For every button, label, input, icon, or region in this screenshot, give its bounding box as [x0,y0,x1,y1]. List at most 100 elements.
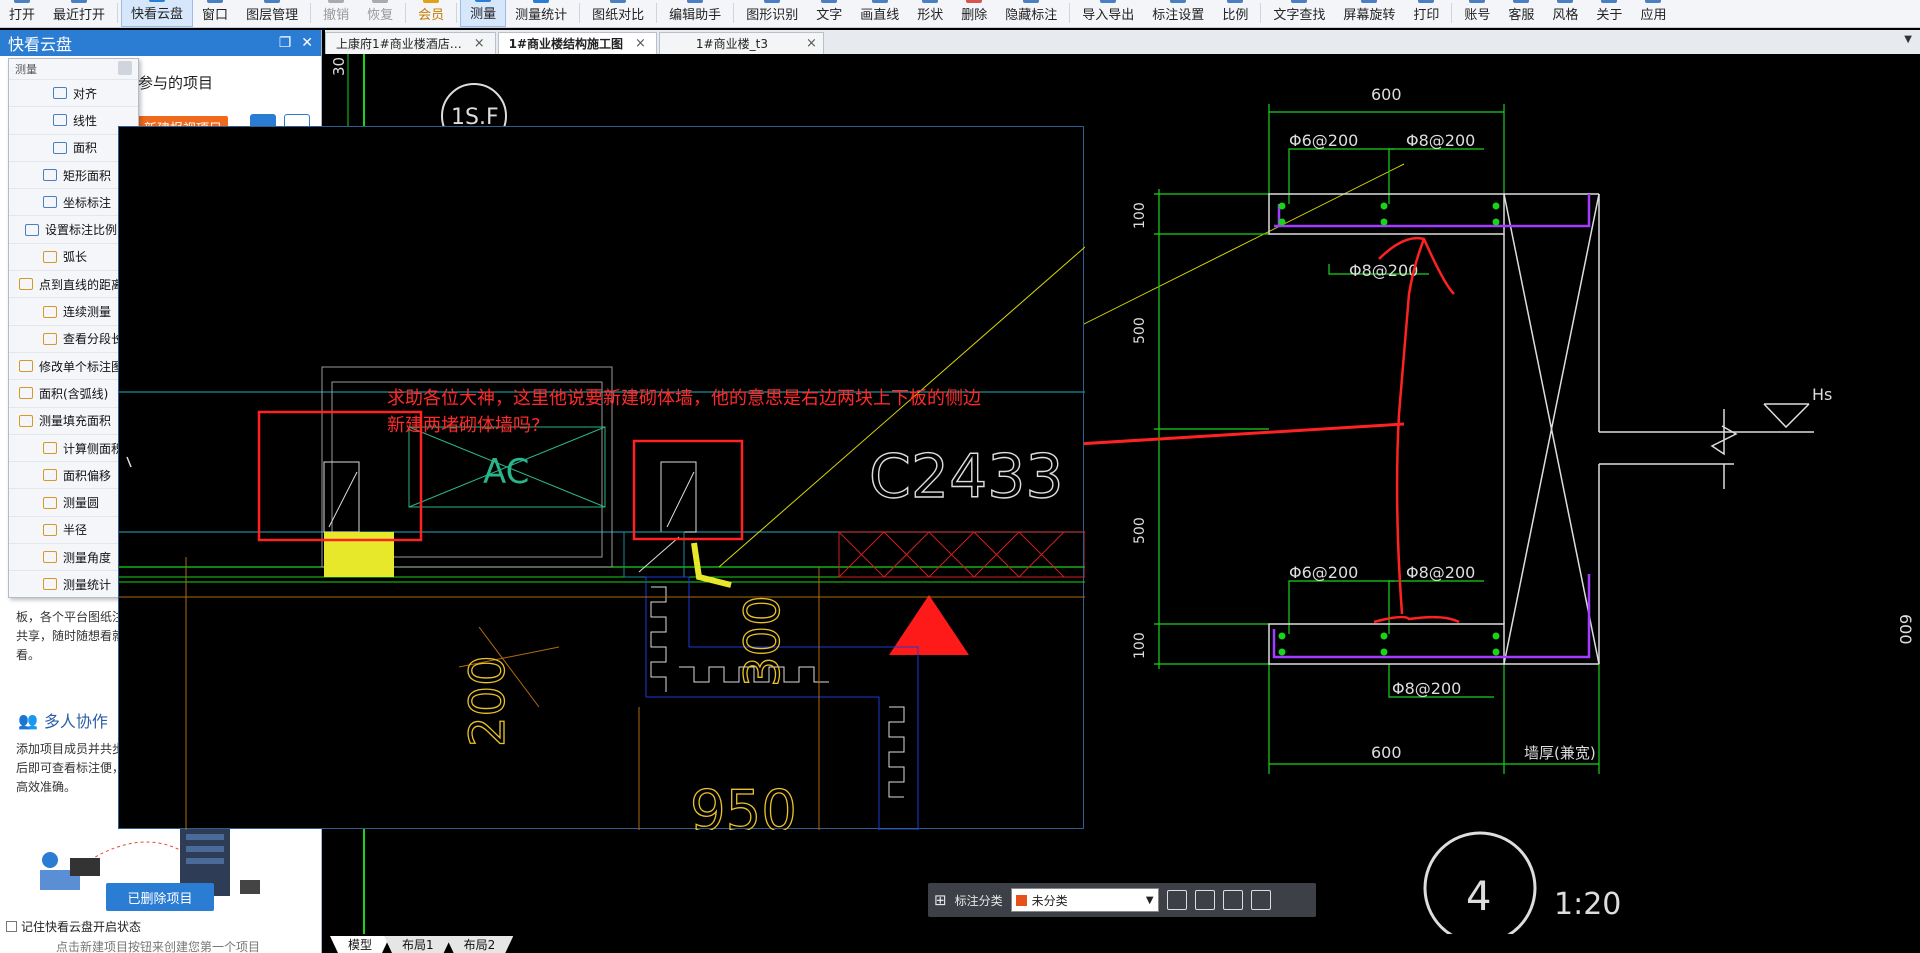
toolbar-icon [372,0,389,3]
toolbar-button-19[interactable]: 标注设置 [1143,0,1213,27]
measure-item-label: 面积(含弧线) [39,386,109,401]
measure-tool-icon [53,87,67,100]
toolbar-button-7[interactable]: 会员 [409,0,453,27]
measure-item-5[interactable]: 设置标注比例 [9,215,138,242]
measure-item-label: 计算侧面积 [63,441,124,456]
toolbar-button-3[interactable]: 窗口 [193,0,237,27]
grid-icon[interactable]: ⊞ [934,891,947,909]
toolbar-icon [687,0,704,3]
tab-doc-2[interactable]: 1#商业楼结构施工图× [497,32,657,54]
layout-tab-2[interactable]: 布局2 [446,936,514,953]
toolbar-separator [656,3,658,23]
measure-item-13[interactable]: 计算侧面积 [9,433,138,461]
measure-item-label: 对齐 [73,86,98,101]
measure-item-17[interactable]: 测量角度 [9,543,138,570]
toolbar-button-label: 编辑助手 [669,8,722,23]
toolbar-button-25[interactable]: 客服 [1499,0,1543,27]
measure-item-1[interactable]: 线性 [9,106,138,133]
close-icon[interactable]: ✕ [301,35,313,51]
annotation-category-select[interactable]: 未分类 ▼ [1010,888,1159,912]
toolbar-button-label: 文字查找 [1273,8,1326,23]
measure-item-7[interactable]: 点到直线的距离 [9,270,138,297]
toolbar-button-26[interactable]: 风格 [1543,0,1587,27]
toolbar-icon [328,0,345,3]
measure-item-8[interactable]: 连续测量 [9,297,138,324]
toolbar-button-0[interactable]: 打开 [0,0,44,27]
toolbar-button-label: 窗口 [202,8,229,23]
measure-item-label: 测量统计 [63,577,112,592]
toolbar-button-label: 图形识别 [746,8,799,23]
measure-item-16[interactable]: 半径 [9,515,138,543]
measure-item-18[interactable]: 测量统计 [9,570,138,597]
toolbar-button-18[interactable]: 导入导出 [1073,0,1143,27]
measure-item-12[interactable]: 测量填充面积 [9,406,138,434]
remember-checkbox[interactable]: 记住快看云盘开启状态 [6,918,141,935]
close-icon[interactable]: × [805,36,817,51]
zoom-popup[interactable]: AC C2433 200 300 950 求助各位大神，这 [118,126,1086,845]
layout-tab-1[interactable]: 布局1 [384,936,452,953]
toolbar-separator [117,3,119,23]
toolbar-button-label: 隐藏标注 [1005,8,1058,23]
restore-icon[interactable]: ❐ [278,35,292,51]
toolbar-button-11[interactable]: 编辑助手 [660,0,730,27]
measure-item-3[interactable]: 矩形面积 [9,160,138,188]
measure-item-9[interactable]: 查看分段长度 [9,324,138,352]
toolbar-button-1[interactable]: 最近打开 [44,0,114,27]
measure-tool-icon [43,250,57,263]
toolbar-button-8[interactable]: 测量 [460,0,507,27]
measure-item-6[interactable]: 弧长 [9,242,138,270]
toolbar-button-27[interactable]: 关于 [1587,0,1631,27]
toolbar-button-23[interactable]: 打印 [1404,0,1448,27]
close-icon[interactable]: × [635,36,646,51]
measure-item-10[interactable]: 修改单个标注图 [9,351,138,379]
close-icon[interactable] [118,61,132,75]
copy-icon[interactable] [1222,890,1243,910]
edit-icon[interactable] [1166,890,1187,910]
measure-item-11[interactable]: 面积(含弧线) [9,379,138,406]
measure-tool-icon [43,469,57,482]
toolbar-button-2[interactable]: 快看云盘 [121,0,194,27]
checkbox-box[interactable] [6,921,17,932]
rebar-bl: Φ6@200 [1289,563,1358,582]
chevron-down-icon[interactable]: ▼ [1145,894,1154,906]
move-icon[interactable] [1194,890,1215,910]
toolbar-button-10[interactable]: 图纸对比 [583,0,653,27]
toolbar-button-13[interactable]: 文字 [807,0,851,27]
layout-tab-model[interactable]: 模型 [330,936,390,953]
category-value: 未分类 [1031,893,1068,908]
toolbar-button-16[interactable]: 删除 [952,0,996,27]
toolbar-button-20[interactable]: 比例 [1213,0,1257,27]
detail-number: 4 [1466,874,1491,920]
label-ac: AC [483,452,529,492]
toolbar-button-24[interactable]: 账号 [1455,0,1499,27]
measure-item-14[interactable]: 面积偏移 [9,461,138,488]
toolbar-button-21[interactable]: 文字查找 [1264,0,1334,27]
toolbar-button-15[interactable]: 形状 [908,0,952,27]
measure-item-label: 面积偏移 [63,468,112,483]
toolbar-icon [1418,0,1435,3]
measure-tool-icon [19,414,33,427]
tab-doc-3[interactable]: 1#商业楼_t3× [658,32,824,54]
measure-item-15[interactable]: 测量圆 [9,488,138,515]
toolbar-button-4[interactable]: 图层管理 [237,0,307,27]
measure-item-2[interactable]: 面积 [9,133,138,161]
tab-doc-1[interactable]: 上康府1#商业楼酒店…× [325,32,496,54]
toolbar-button-17[interactable]: 隐藏标注 [996,0,1066,27]
toolbar-button-28[interactable]: 应用 [1631,0,1675,27]
close-icon[interactable]: × [473,36,485,51]
measure-item-4[interactable]: 坐标标注 [9,188,138,215]
measure-item-0[interactable]: 对齐 [9,79,138,106]
toolbar-button-9[interactable]: 测量统计 [506,0,576,27]
toolbar-button-5[interactable]: 撤销 [314,0,358,27]
toolbar-icon [1100,0,1117,3]
toolbar-button-22[interactable]: 屏幕旋转 [1334,0,1404,27]
toolbar-separator [405,3,407,23]
measure-tool-icon [25,223,39,236]
right-600: 600 [1896,614,1915,645]
toolbar-button-14[interactable]: 画直线 [851,0,908,27]
paste-icon[interactable] [1250,890,1271,910]
deleted-projects-button[interactable]: 已删除项目 [106,883,214,911]
toolbar-button-12[interactable]: 图形识别 [737,0,807,27]
toolbar-button-6[interactable]: 恢复 [358,0,402,27]
tab-menu-icon[interactable]: ▼ [1904,34,1912,45]
